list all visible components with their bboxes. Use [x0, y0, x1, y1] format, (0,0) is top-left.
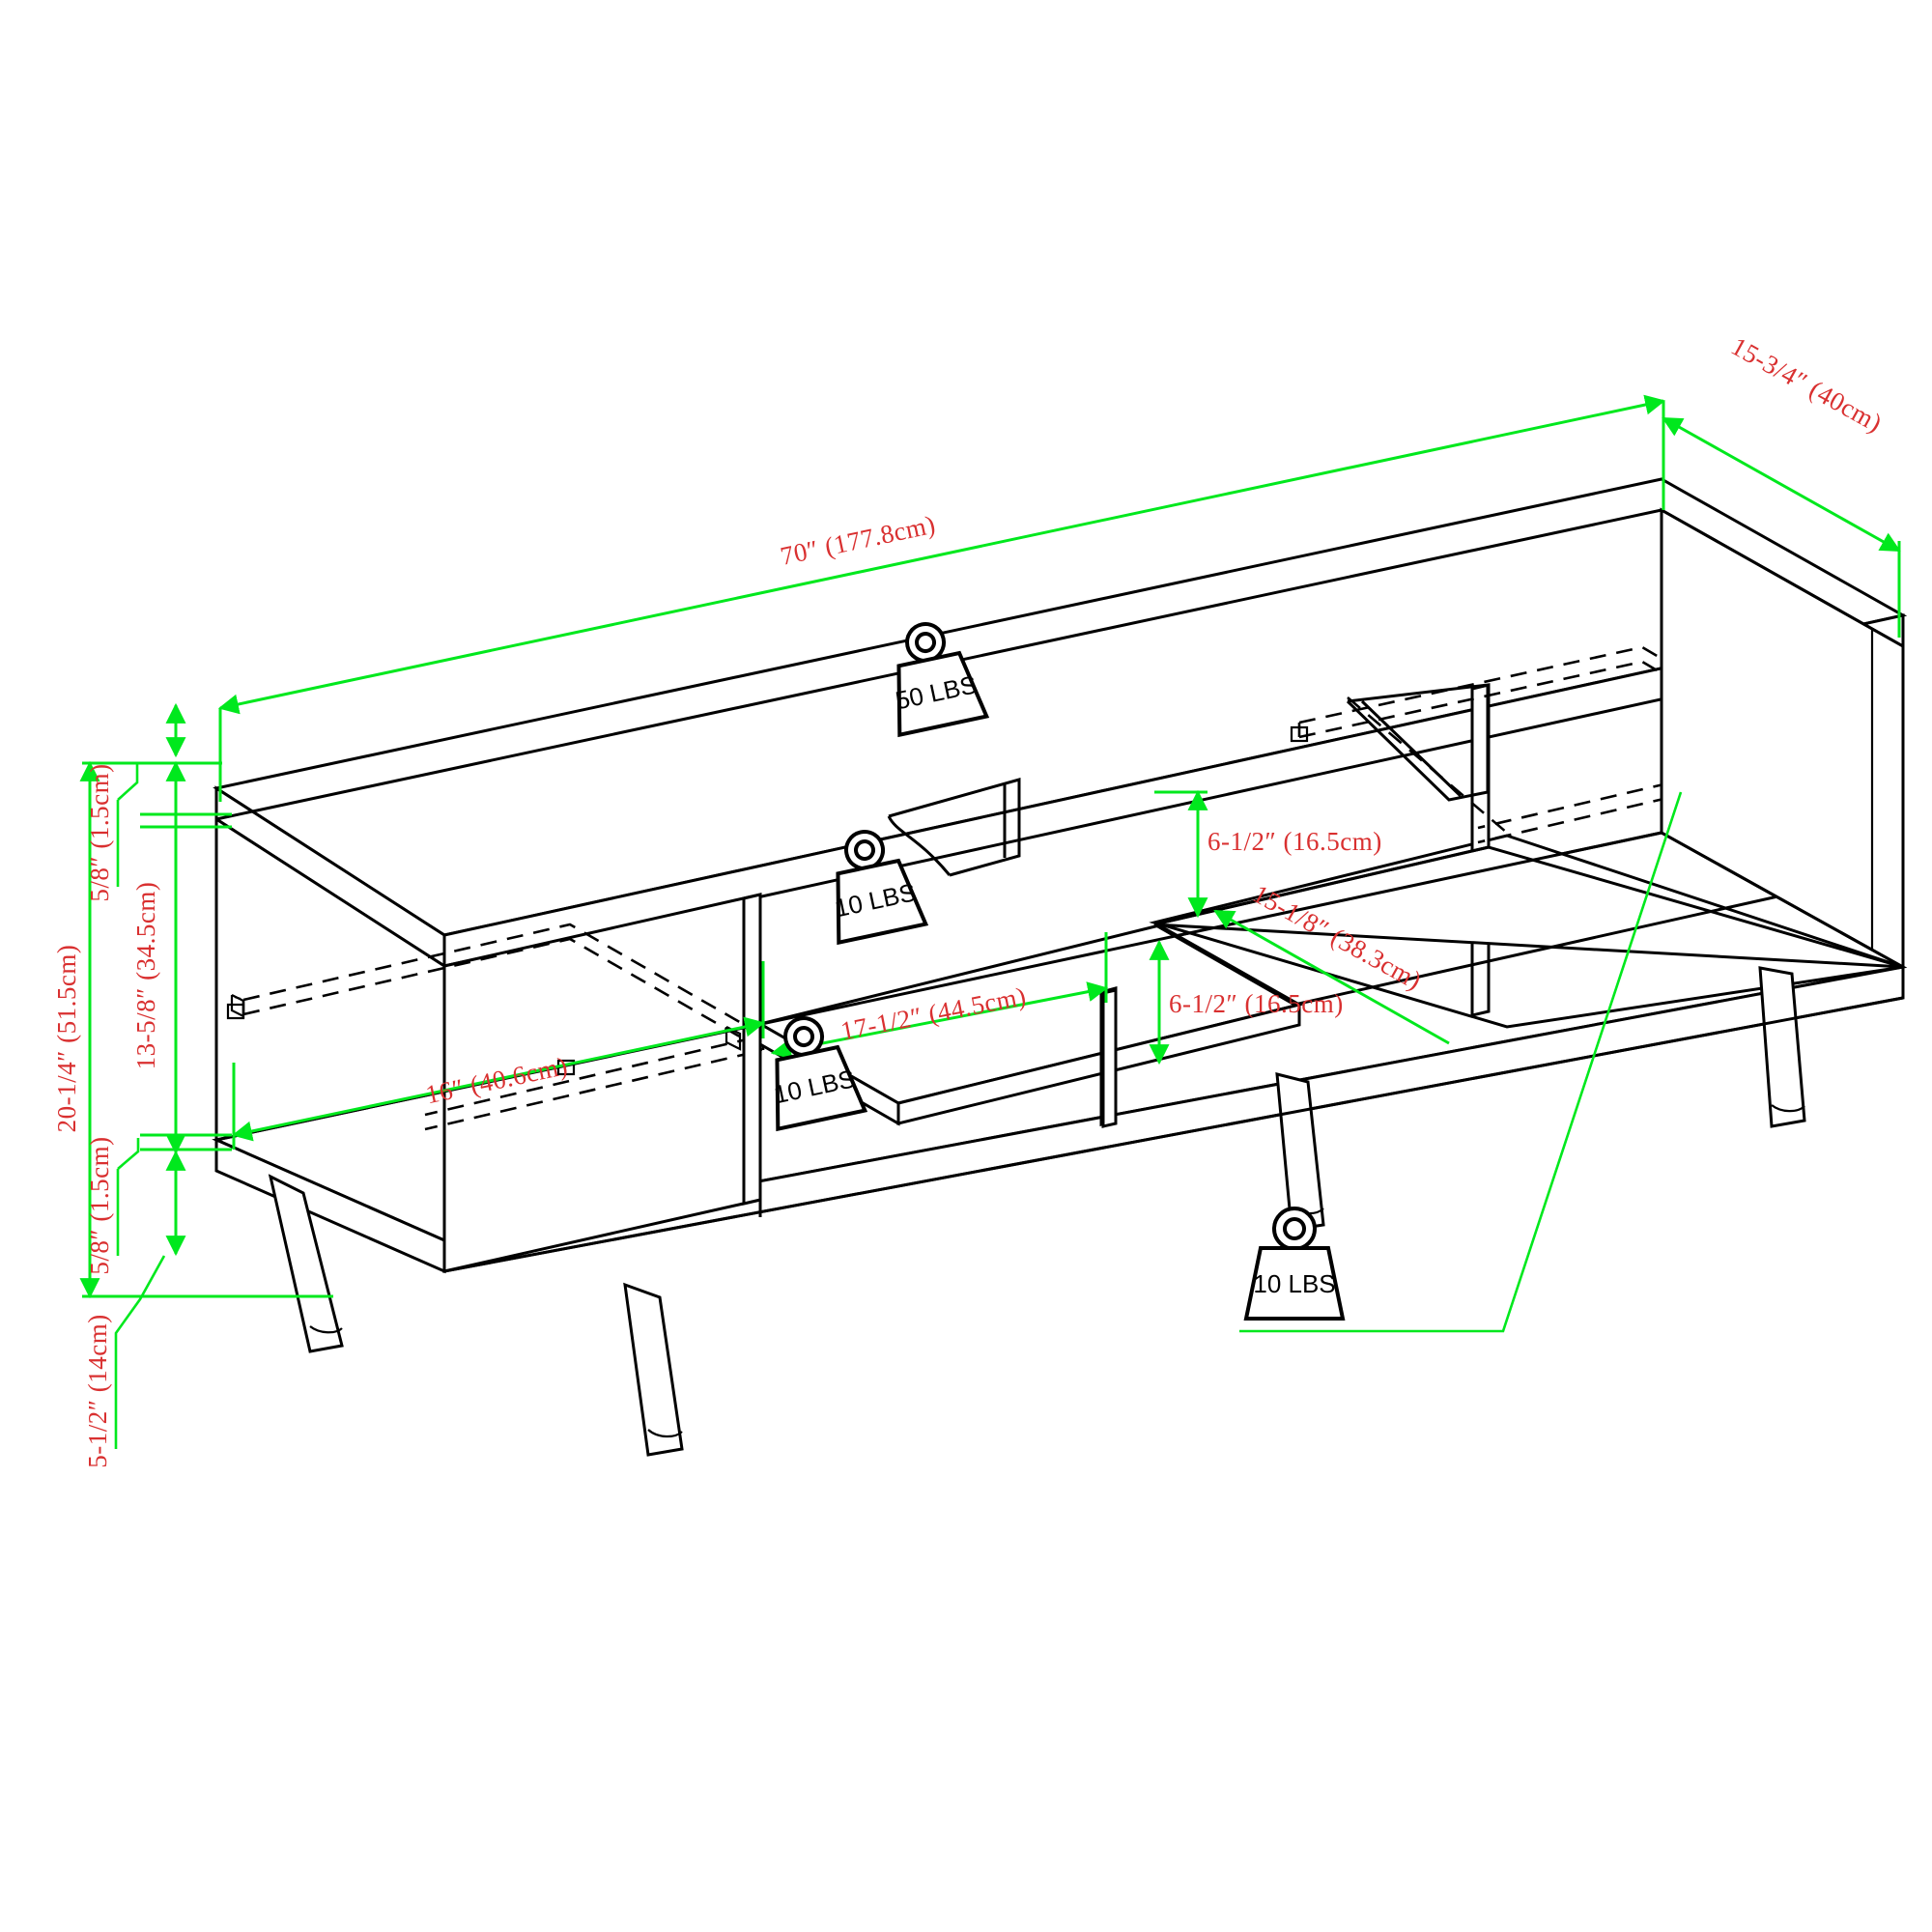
weight-body-icon: [836, 858, 929, 946]
weight-icon-50lbs: 50 LBS: [893, 622, 990, 738]
leg-front-left: [268, 1174, 344, 1353]
weight-body-icon: [775, 1044, 868, 1132]
label-top-thickness: 5/8″ (1.5cm): [85, 763, 114, 901]
dim-depth-line: [1662, 416, 1901, 553]
center-back-bracket: [887, 778, 1021, 877]
weight-body-icon: [1243, 1246, 1346, 1321]
dimension-lines: [79, 394, 1901, 1449]
label-body-height: 13-5/8″ (34.5cm): [131, 882, 160, 1070]
weight-ring-inner-icon: [915, 632, 937, 654]
leg-back-right: [1758, 966, 1806, 1128]
dim-cabinet-width: [231, 1016, 766, 1142]
divider-panel-1: [742, 893, 762, 1206]
weight-body-icon: [896, 650, 990, 738]
weight-ring-inner-icon: [854, 839, 876, 862]
label-leg-height: 5-1/2″ (14cm): [83, 1314, 112, 1467]
lead-top-thickness: [117, 763, 139, 801]
lead-bottom-thickness: [117, 1138, 140, 1170]
dim-center-width: [770, 981, 1109, 1060]
weight-icon-10lbs-lower: 10 LBS: [771, 1016, 868, 1132]
lead-side-shelf-weight: [1239, 791, 1683, 1333]
dim-width-line: [217, 394, 1666, 715]
label-opening-lower: 6-1/2″ (16.5cm): [1169, 989, 1344, 1018]
leg-center-left: [623, 1282, 684, 1457]
weight-icon-10lbs-side: 10 LBS: [1243, 1207, 1346, 1321]
label-opening-upper: 6-1/2″ (16.5cm): [1208, 827, 1382, 856]
dim-shelf-depth: [1213, 909, 1450, 1045]
label-bottom-thickness: 5/8″ (1.5cm): [85, 1136, 114, 1274]
furniture-outline: [212, 477, 1908, 1457]
label-depth-15-34: 15-3/4″ (40cm): [1726, 331, 1887, 438]
weight-label-10lbs-side: 10 LBS: [1253, 1269, 1335, 1298]
weight-ring-inner-icon: [793, 1026, 815, 1048]
weight-ring-inner-icon: [1283, 1217, 1306, 1240]
right-lower-shelf-dashed: [1347, 696, 1508, 834]
label-height-20-14: 20-1/4″ (51.5cm): [52, 945, 81, 1133]
lead-leg-height: [114, 1255, 166, 1449]
weight-icon-10lbs-center: 10 LBS: [832, 830, 929, 946]
top-panel-edge-line: [215, 787, 445, 936]
center-divider-lower: [1101, 988, 1118, 1128]
